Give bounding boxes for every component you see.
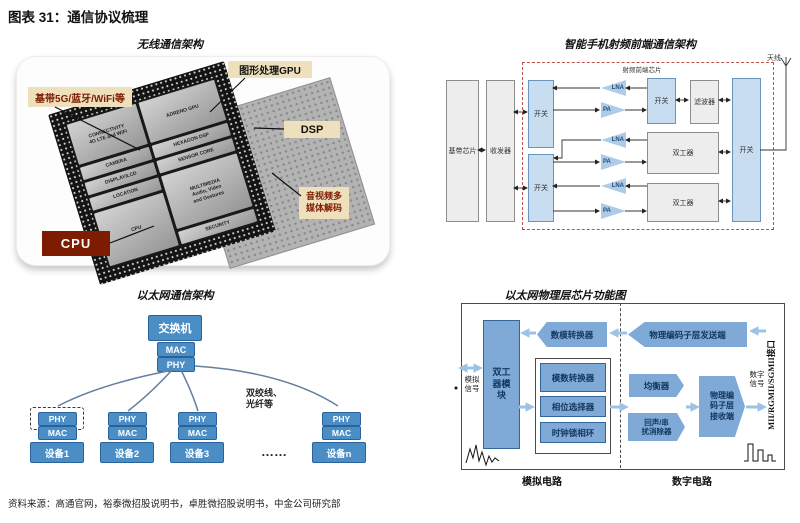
ethernet-subtitle: 以太网通信架构 <box>136 290 214 302</box>
device2-phy-box: PHY <box>108 412 147 426</box>
adc-group-box: 模数转换器 相位选择器 时钟锁相环 <box>535 358 611 454</box>
switch-phy-box: PHY <box>157 357 195 372</box>
antenna-switch-box: 开关 <box>732 78 761 222</box>
device2-mac-box: MAC <box>108 426 147 440</box>
device3-box: 设备3 <box>170 442 224 463</box>
devices-ellipsis: …… <box>261 443 287 459</box>
ethernet-switch-box: 交换机 <box>148 315 202 341</box>
figure-title: 图表 31：通信协议梳理 <box>8 10 149 25</box>
duplexer-box-2: 双工器 <box>647 183 719 222</box>
switch-box-3: 开关 <box>647 78 676 124</box>
device3-mac-box: MAC <box>178 426 217 440</box>
duplexer-module-box: 双工 器模 块 <box>483 320 520 449</box>
equalizer-box: 均衡器 <box>629 374 684 397</box>
label-baseband: 基带5G/蓝牙/WiFi等 <box>28 87 132 107</box>
dac-box: 数模转换器 <box>537 322 607 347</box>
switch-mac-box: MAC <box>157 342 195 357</box>
analog-signal-label: 模拟 信号 <box>464 375 480 394</box>
analog-circuit-label: 模拟电路 <box>522 477 562 488</box>
filter-box: 滤波器 <box>690 80 719 124</box>
medium-label: 双绞线、 光纤等 <box>246 388 283 410</box>
digital-signal-label: 数字 信号 <box>749 370 765 389</box>
phase-selector-box: 相位选择器 <box>540 396 606 417</box>
switch-box-2: 开关 <box>528 154 554 222</box>
phychip-subtitle: 以太网物理层芯片功能图 <box>504 290 626 302</box>
device1-mac-box: MAC <box>38 426 77 440</box>
antenna-label: 天线 <box>767 55 781 62</box>
duplexer-box-1: 双工器 <box>647 132 719 174</box>
devicen-box: 设备n <box>312 442 366 463</box>
device3-phy-box: PHY <box>178 412 217 426</box>
pcs-receive-box: 物理编 码子层 接收端 <box>699 376 745 437</box>
device2-box: 设备2 <box>100 442 154 463</box>
label-cpu: CPU <box>42 231 110 256</box>
echo-crosstalk-canceller-box: 回声/串 扰消除器 <box>628 413 685 441</box>
analog-digital-divider <box>620 303 621 468</box>
rffe-chip-label: 射频前端芯片 <box>622 67 662 74</box>
analog-signal-dot <box>454 386 458 390</box>
label-gpu: 图形处理GPU <box>228 61 312 78</box>
devicen-phy-box: PHY <box>322 412 361 426</box>
ethernet-links <box>57 365 339 412</box>
device1-box: 设备1 <box>30 442 84 463</box>
baseband-chip-box: 基带芯片 <box>446 80 479 222</box>
digital-circuit-label: 数字电路 <box>672 477 712 488</box>
devicen-mac-box: MAC <box>322 426 361 440</box>
pcs-transmit-box: 物理编码子层发送端 <box>628 322 747 347</box>
switch-box-1: 开关 <box>528 80 554 148</box>
label-dsp: DSP <box>284 121 340 138</box>
label-av-codec: 音视频多 媒体解码 <box>299 187 349 219</box>
source-note: 资料来源：高通官网，裕泰微招股说明书，卓胜微招股说明书，中金公司研究部 <box>8 499 341 510</box>
device1-phy-box: PHY <box>38 412 77 426</box>
clock-pll-box: 时钟锁相环 <box>540 422 606 443</box>
wireless-subtitle: 无线通信架构 <box>137 39 203 51</box>
transceiver-box: 收发器 <box>486 80 515 222</box>
rf-subtitle: 智能手机射频前端通信架构 <box>564 39 696 51</box>
adc-box: 模数转换器 <box>540 363 606 392</box>
phychip-outline <box>461 303 785 470</box>
